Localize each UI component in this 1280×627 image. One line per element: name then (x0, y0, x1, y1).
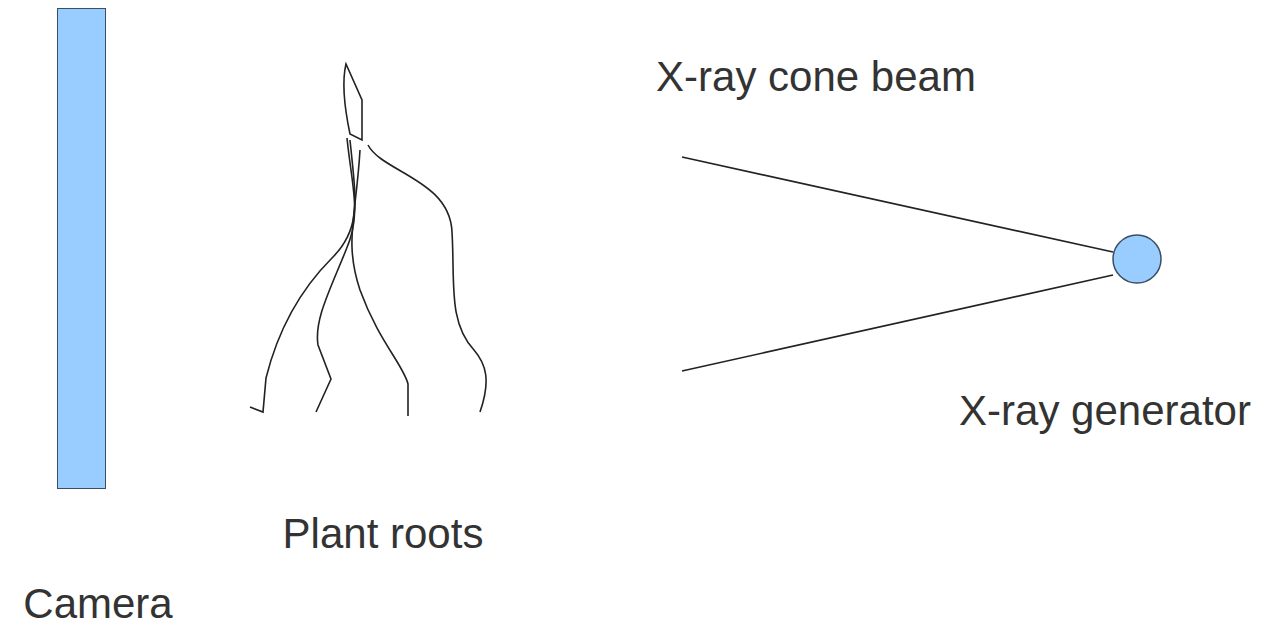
generator-circle (1113, 235, 1161, 283)
root (250, 140, 355, 412)
generator-node: X-ray generator (925, 225, 1280, 455)
beam-edge (682, 275, 1113, 371)
camera-panel (57, 8, 106, 489)
plant-roots (250, 64, 486, 416)
generator-label: X-ray generator (959, 386, 1251, 436)
root (368, 145, 486, 412)
camera-node: Camera (0, 0, 230, 627)
root (316, 138, 355, 412)
part-label: Plant roots (283, 509, 484, 559)
cone-beam (682, 157, 1113, 371)
beam-edge (682, 157, 1113, 252)
root (352, 150, 408, 416)
beam-label: X-ray cone beam (656, 52, 976, 102)
camera-label: Camera (23, 579, 172, 627)
root-tip (344, 64, 362, 140)
